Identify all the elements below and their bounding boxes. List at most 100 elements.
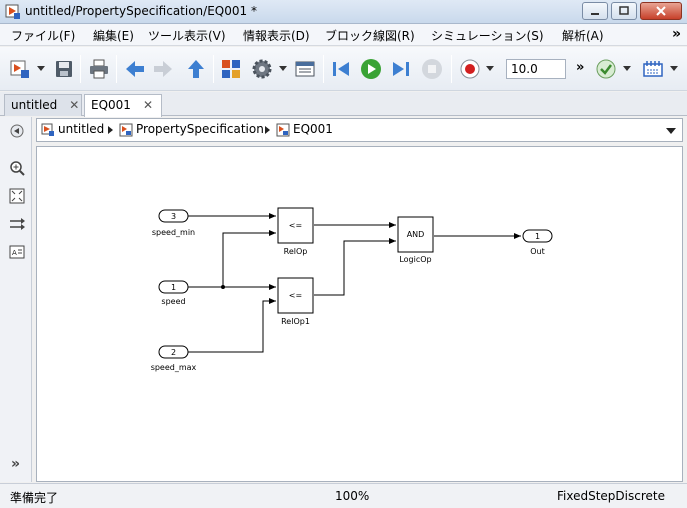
relop-label: RelOp xyxy=(284,247,308,256)
step-forward-icon xyxy=(393,62,409,76)
library-browser-button[interactable] xyxy=(220,58,242,80)
outport-out[interactable]: 1 Out xyxy=(522,229,553,256)
stop-button[interactable] xyxy=(421,58,443,80)
close-icon xyxy=(656,6,666,16)
save-button[interactable] xyxy=(53,58,75,80)
model-icon xyxy=(41,123,54,136)
inport-speed[interactable]: 1 speed xyxy=(158,280,189,306)
tab-eq001[interactable]: EQ001 ✕ xyxy=(84,94,162,117)
relop1-block[interactable]: <= RelOp1 xyxy=(277,277,314,326)
print-icon xyxy=(90,59,108,79)
save-icon xyxy=(56,61,72,77)
back-icon xyxy=(126,61,144,77)
settings-dropdown-icon[interactable] xyxy=(279,66,287,72)
run-icon xyxy=(361,59,381,79)
status-bar: 準備完了 100% FixedStepDiscrete xyxy=(0,483,687,508)
palette-more-icon[interactable]: » xyxy=(11,456,21,472)
relop-operator: <= xyxy=(289,291,302,300)
menu-display[interactable]: 情報表示(D) xyxy=(243,29,310,43)
inport-speed-min[interactable]: 3 speed_min xyxy=(152,209,195,237)
logicop-block[interactable]: AND LogicOp xyxy=(397,216,434,264)
close-icon[interactable]: ✕ xyxy=(69,98,80,112)
model-icon xyxy=(10,60,29,78)
back-button[interactable] xyxy=(124,58,146,80)
model-explorer-button[interactable] xyxy=(294,58,316,80)
fit-to-view-icon[interactable] xyxy=(9,188,25,204)
tab-label: EQ001 xyxy=(91,98,131,112)
menu-view[interactable]: ツール表示(V) xyxy=(148,29,226,43)
print-button[interactable] xyxy=(88,58,110,80)
close-button[interactable] xyxy=(640,2,682,20)
maximize-icon xyxy=(619,6,629,15)
title-bar: untitled/PropertySpecification/EQ001 * xyxy=(0,0,687,24)
close-icon[interactable]: ✕ xyxy=(142,98,153,112)
minimize-icon xyxy=(591,13,599,15)
chevron-right-icon xyxy=(265,126,270,134)
svg-text:A: A xyxy=(12,249,17,257)
breadcrumb-item-propertyspecification[interactable]: PropertySpecification xyxy=(136,122,264,136)
chevron-right-icon xyxy=(108,126,113,134)
build-button[interactable] xyxy=(642,58,664,80)
annotation-icon[interactable]: A xyxy=(9,244,25,260)
block-diagram: 3 speed_min 1 speed 2 speed_max <= RelOp… xyxy=(151,207,553,372)
hide-browser-icon[interactable] xyxy=(9,123,25,139)
breadcrumb-item-untitled[interactable]: untitled xyxy=(58,122,105,136)
branch-point xyxy=(221,285,225,289)
menu-more-icon[interactable]: » xyxy=(671,26,681,42)
menu-edit[interactable]: 編集(E) xyxy=(93,29,134,43)
left-palette: A » xyxy=(0,117,32,482)
breadcrumb-item-eq001[interactable]: EQ001 xyxy=(293,122,333,136)
logic-operator: AND xyxy=(407,230,425,239)
inport-number: 2 xyxy=(171,348,176,357)
inport-number: 3 xyxy=(171,212,176,221)
settings-button[interactable] xyxy=(251,58,273,80)
status-text: 準備完了 xyxy=(10,491,59,505)
advisor-dropdown-icon[interactable] xyxy=(623,66,631,72)
new-dropdown-icon[interactable] xyxy=(37,66,45,72)
inport-number: 1 xyxy=(171,283,176,292)
minimize-button[interactable] xyxy=(582,2,608,20)
library-icon xyxy=(222,60,240,78)
menu-file[interactable]: ファイル(F) xyxy=(11,29,76,43)
signal-routing-icon[interactable] xyxy=(9,216,25,232)
build-icon xyxy=(643,61,663,77)
record-button[interactable] xyxy=(459,58,481,80)
menu-simulation[interactable]: シミュレーション(S) xyxy=(431,29,544,43)
model-icon xyxy=(5,4,20,19)
maximize-button[interactable] xyxy=(611,2,637,20)
record-dropdown-icon[interactable] xyxy=(486,66,494,72)
subsystem-icon xyxy=(119,123,133,137)
chevron-down-icon[interactable] xyxy=(666,128,676,134)
build-dropdown-icon[interactable] xyxy=(670,66,678,72)
zoom-icon[interactable] xyxy=(9,160,25,176)
signal-lines xyxy=(188,213,521,353)
new-model-button[interactable] xyxy=(9,58,31,80)
subsystem-icon xyxy=(276,123,290,137)
up-button[interactable] xyxy=(185,58,207,80)
diagram-canvas[interactable]: 3 speed_min 1 speed 2 speed_max <= RelOp… xyxy=(36,146,683,482)
check-icon xyxy=(596,59,616,79)
relop-operator: <= xyxy=(289,221,302,230)
forward-button[interactable] xyxy=(152,58,174,80)
logic-label: LogicOp xyxy=(399,255,431,264)
outport-label: Out xyxy=(530,247,545,256)
menu-analysis[interactable]: 解析(A) xyxy=(562,29,604,43)
inport-label: speed_min xyxy=(152,228,195,237)
toolbar-more-icon[interactable]: » xyxy=(576,60,585,75)
zoom-level: 100% xyxy=(335,489,370,503)
inport-speed-max[interactable]: 2 speed_max xyxy=(151,345,197,372)
relop-block[interactable]: <= RelOp xyxy=(277,207,314,256)
run-button[interactable] xyxy=(360,58,382,80)
solver-name[interactable]: FixedStepDiscrete xyxy=(557,489,665,503)
step-back-button[interactable] xyxy=(330,58,352,80)
menu-diagram[interactable]: ブロック線図(R) xyxy=(325,29,415,43)
inport-label: speed_max xyxy=(151,363,197,372)
stop-time-input[interactable]: 10.0 xyxy=(506,59,566,79)
tab-bar: untitled✕ EQ001 ✕ xyxy=(0,92,687,117)
inport-label: speed xyxy=(161,297,185,306)
model-advisor-button[interactable] xyxy=(595,58,617,80)
breadcrumb: untitled PropertySpecification EQ001 xyxy=(36,118,683,142)
toolbar: 10.0 » xyxy=(0,47,687,91)
step-forward-button[interactable] xyxy=(390,58,412,80)
tab-untitled[interactable]: untitled✕ xyxy=(4,94,82,116)
